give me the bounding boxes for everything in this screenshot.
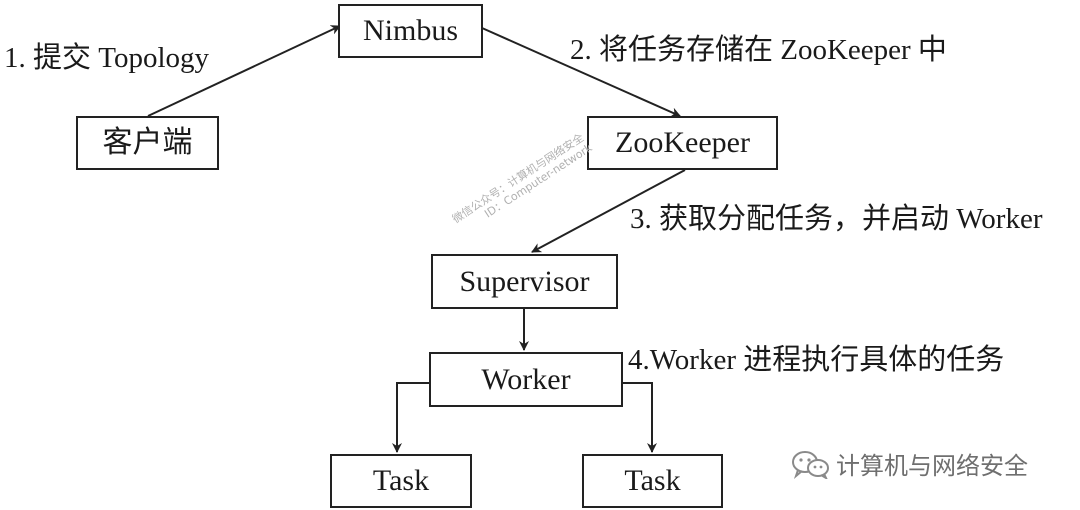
supervisor-node: Supervisor — [431, 254, 618, 309]
client-node: 客户端 — [76, 116, 219, 170]
arrow-zookeeper-to-supervisor — [531, 169, 686, 253]
worker-node: Worker — [429, 352, 623, 407]
task-node-right: Task — [582, 454, 723, 508]
zookeeper-node: ZooKeeper — [587, 116, 778, 170]
wechat-icon — [792, 450, 829, 479]
arrow-worker-to-task-right — [622, 382, 657, 453]
brand-watermark: 计算机与网络安全 — [790, 446, 1028, 481]
edge-label-fetch: 3. 获取分配任务，并启动 Worker — [630, 203, 1043, 235]
edge-label-submit: 1. 提交 Topology — [4, 42, 209, 74]
task-node-left: Task — [330, 454, 472, 508]
arrow-client-to-nimbus — [147, 25, 341, 117]
brand-text: 计算机与网络安全 — [836, 452, 1028, 480]
nimbus-node: Nimbus — [338, 4, 483, 58]
arrow-worker-to-task-left — [392, 382, 432, 453]
edge-label-store: 2. 将任务存储在 ZooKeeper 中 — [570, 34, 947, 66]
edge-label-execute: 4.Worker 进程执行具体的任务 — [628, 344, 1005, 376]
arrow-nimbus-to-zookeeper — [481, 27, 681, 117]
